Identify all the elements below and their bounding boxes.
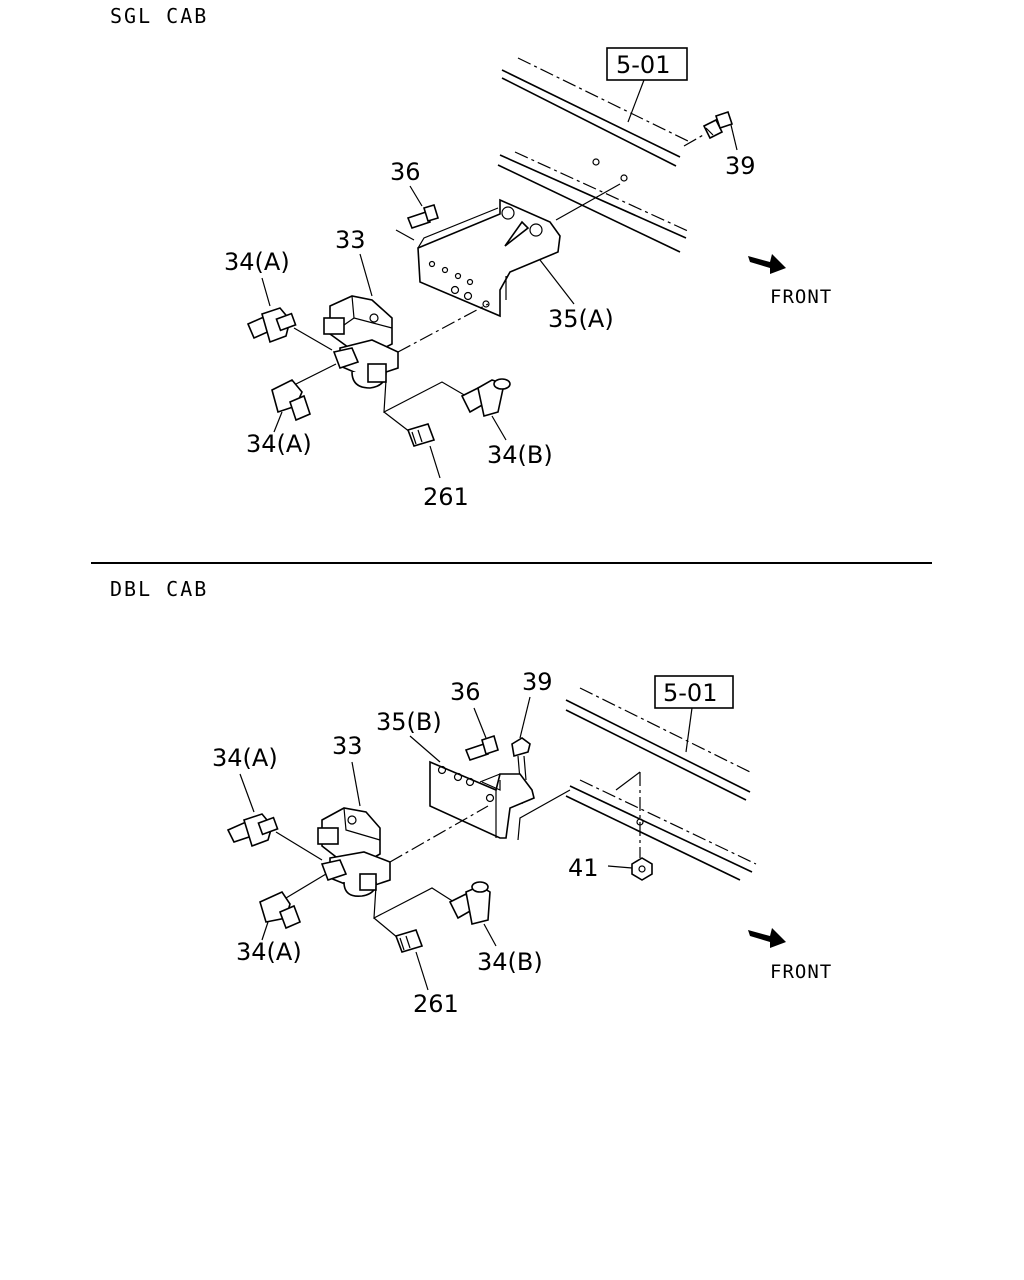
callout-35b: 35(B) [376, 708, 442, 736]
callout-34a-bottom: 34(A) [236, 938, 302, 966]
solenoid-valve-33: 33 [317, 732, 489, 898]
callout-261: 261 [413, 990, 459, 1018]
fitting-34a-bottom: 34(A) [246, 363, 337, 458]
callout-34a-bottom: 34(A) [246, 430, 312, 458]
callout-34b: 34(B) [487, 441, 553, 469]
fitting-34b: 34(B) [373, 881, 543, 976]
callout-36: 36 [390, 158, 421, 186]
callout-34b: 34(B) [477, 948, 543, 976]
callout-41: 41 [568, 854, 599, 882]
front-arrow-icon: FRONT [748, 928, 832, 983]
callout-33: 33 [332, 732, 363, 760]
section-title: SGL CAB [110, 4, 208, 28]
fitting-34a-top: 34(A) [212, 744, 323, 861]
callout-36: 36 [450, 678, 481, 706]
bolt-36: 36 [450, 678, 499, 761]
callout-33: 33 [335, 226, 366, 254]
ref-box-5-01[interactable]: 5-01 [654, 675, 734, 753]
ref-box-label: 5-01 [616, 51, 670, 79]
bracket-35a: 35(A) [417, 183, 621, 333]
front-arrow-icon: FRONT [748, 254, 832, 308]
callout-39: 39 [522, 668, 553, 696]
bolt-36: 36 [390, 158, 440, 241]
callout-34a-top: 34(A) [224, 248, 290, 276]
nut-41: 41 [568, 771, 653, 882]
bracket-35b: 35(B) [376, 708, 571, 841]
callout-34a-top: 34(A) [212, 744, 278, 772]
plug-261: 261 [373, 917, 459, 1018]
bolt-39: 39 [683, 110, 756, 180]
section-sgl-cab: SGL CAB 5-01 39 36 [110, 4, 832, 511]
callout-261: 261 [423, 483, 469, 511]
section-dbl-cab: DBL CAB 5-01 39 36 [110, 577, 832, 1018]
ref-box-5-01[interactable]: 5-01 [606, 47, 688, 123]
solenoid-valve-33: 33 [323, 226, 489, 389]
ref-box-label: 5-01 [663, 679, 717, 707]
front-label: FRONT [770, 286, 832, 308]
fitting-34b: 34(B) [383, 378, 553, 469]
frame-rail [497, 57, 691, 253]
callout-39: 39 [725, 152, 756, 180]
plug-261: 261 [383, 411, 469, 511]
section-title: DBL CAB [110, 577, 208, 601]
fitting-34a-top: 34(A) [224, 248, 333, 351]
callout-35a: 35(A) [548, 305, 614, 333]
frame-rail [565, 687, 757, 881]
fitting-34a-bottom: 34(A) [236, 873, 327, 966]
front-label: FRONT [770, 961, 832, 983]
